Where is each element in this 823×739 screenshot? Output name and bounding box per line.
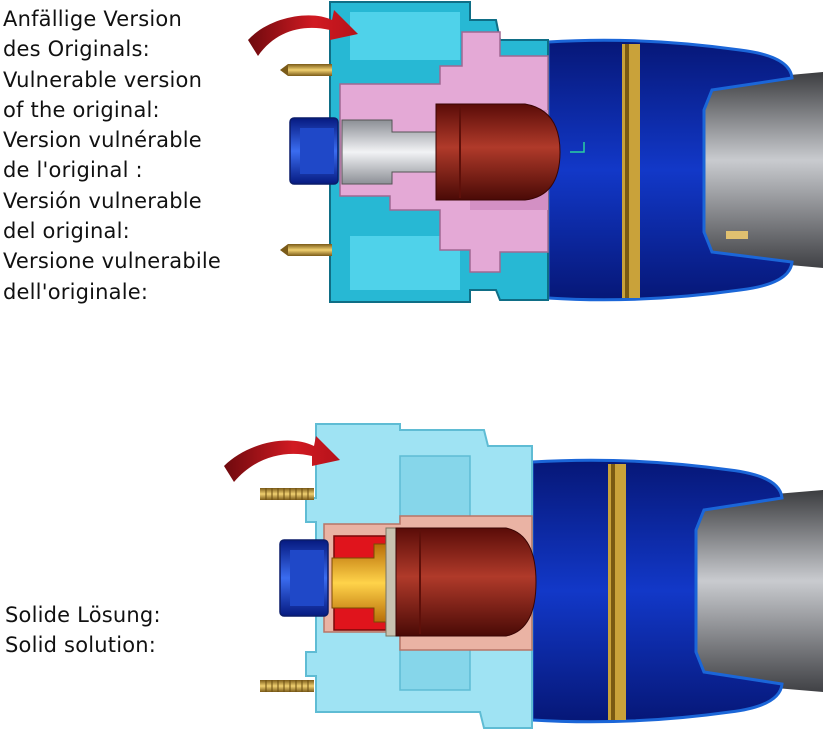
gold-pin-tip	[280, 244, 288, 256]
red-arrow	[224, 436, 340, 482]
blue-body	[530, 458, 784, 724]
caption-line: dell'originale:	[3, 279, 149, 304]
gold-band-shade	[611, 464, 615, 720]
caption-line: Solide Lösung:	[5, 603, 161, 627]
cyan-housing-inner	[350, 12, 460, 60]
gold-pin	[288, 244, 332, 256]
caption-line: de l'original :	[3, 158, 143, 183]
threaded-pin	[260, 680, 314, 692]
red-plug	[395, 527, 537, 637]
red-arrow	[248, 10, 358, 56]
gold-band-shade	[625, 44, 629, 298]
caption-line: Versión vulnerable	[3, 188, 202, 213]
gold-band	[622, 44, 640, 298]
solid-solution-caption: Solide Lösung: Solid solution:	[5, 600, 161, 661]
caption-line: Anfällige Version	[3, 7, 182, 31]
blue-cap-inner	[300, 128, 334, 174]
gold-band	[608, 464, 626, 720]
vulnerable-connector-cutaway	[248, 1, 823, 303]
marker	[570, 142, 585, 153]
gold-pin-tip	[280, 64, 288, 76]
caption-line: of the original:	[3, 97, 160, 122]
caption-line: Version vulnérable	[3, 128, 202, 153]
blue-cap-inner	[290, 550, 324, 606]
cyan-housing-inner	[350, 236, 460, 290]
red-plug	[435, 103, 561, 201]
gold-pin	[288, 64, 332, 76]
caption-line: del original:	[3, 219, 130, 244]
threaded-pin	[260, 488, 314, 500]
caption-line: Versione vulnerabile	[3, 249, 222, 274]
thread-lines	[265, 680, 309, 692]
thread-lines	[265, 488, 309, 500]
metal-tube	[696, 490, 823, 692]
caption-line: Solid solution:	[5, 633, 157, 658]
solid-connector-cutaway	[224, 423, 823, 729]
metal-ring	[726, 231, 748, 239]
caption-line: Vulnerable version	[3, 67, 203, 92]
vulnerable-version-caption: Anfällige Version des Originals: Vulnera…	[3, 4, 221, 307]
caption-line: des Originals:	[3, 37, 150, 62]
metal-tube	[704, 72, 823, 268]
blue-body	[546, 38, 794, 302]
